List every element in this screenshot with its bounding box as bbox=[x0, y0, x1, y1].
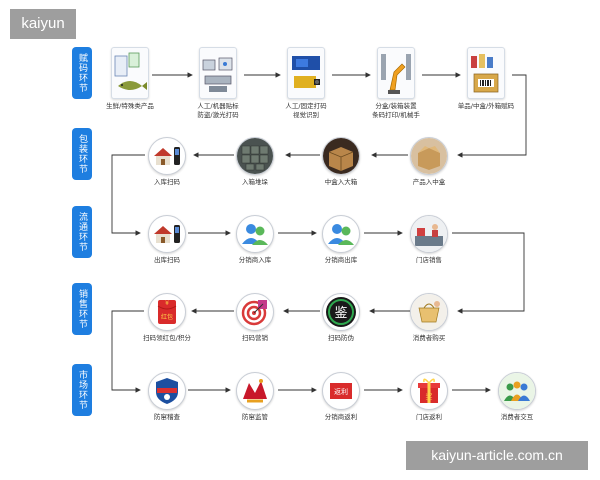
node-inspection: 防窜稽查 bbox=[122, 372, 212, 422]
marketing-target-icon bbox=[236, 293, 274, 331]
node-store-sales: 门店销售 bbox=[384, 215, 474, 265]
node-label: 消费者购买 bbox=[412, 334, 446, 342]
node-label: 分盒/装箱装置 条码打印/机械手 bbox=[372, 102, 420, 119]
arrow-row3-to-row4 bbox=[452, 232, 525, 314]
node-label: 分销商返利 bbox=[324, 413, 358, 421]
node-label: 防窜监管 bbox=[242, 413, 268, 421]
node-label: 出库扫码 bbox=[154, 256, 180, 264]
node-label: 门店返利 bbox=[416, 413, 442, 421]
node-label: 人工/机器贴标 防盗/激光打码 bbox=[197, 102, 239, 119]
node-label: 生鲜/特殊类产品 bbox=[106, 102, 154, 110]
warehouse-scanner-icon bbox=[148, 215, 186, 253]
node-label: 人工/固定打码 视觉识别 bbox=[285, 102, 327, 119]
stage-label-sales: 销售环节 bbox=[72, 283, 92, 335]
anti-counterfeit-icon: 鉴 bbox=[322, 293, 360, 331]
node-label: 防窜稽查 bbox=[154, 413, 180, 421]
node-label: 扫码领红包/积分 bbox=[143, 334, 191, 342]
watermark-top-left: kaiyun bbox=[10, 9, 76, 39]
node-item-coding: 单品/中盒/外箱赋码 bbox=[441, 47, 531, 111]
product-box-icon bbox=[410, 137, 448, 175]
node-product-in-box: 产品入中盒 bbox=[384, 137, 474, 187]
rebate-icon: 返利 bbox=[322, 372, 360, 410]
node-label: 中盒入大箱 bbox=[324, 178, 358, 186]
node-label: 扫码防伪 bbox=[328, 334, 354, 342]
arrow-row4-to-row5 bbox=[111, 310, 144, 393]
gift-text: 奖 bbox=[426, 392, 433, 401]
stage-label-packing: 包装环节 bbox=[72, 128, 92, 180]
stage-label-circulation: 流通环节 bbox=[72, 206, 92, 258]
node-label: 消费者交互 bbox=[500, 413, 534, 421]
stage-label-coding: 赋码环节 bbox=[72, 47, 92, 99]
node-distributor-in: 分销商入库 bbox=[210, 215, 300, 265]
box-packing-icon bbox=[322, 137, 360, 175]
coded-box-icon bbox=[467, 47, 505, 99]
store-counter-icon bbox=[410, 215, 448, 253]
node-anti-counterfeit: 鉴 扫码防伪 bbox=[296, 293, 386, 343]
rebate-text: 返利 bbox=[334, 387, 348, 396]
shopping-icon bbox=[410, 293, 448, 331]
stage-label-market: 市场环节 bbox=[72, 364, 92, 416]
robot-arm-icon bbox=[377, 47, 415, 99]
red-envelope-icon: ¥ 红包 bbox=[148, 293, 186, 331]
node-label: 入库扫码 bbox=[154, 178, 180, 186]
arrow-row1-to-row2 bbox=[457, 74, 527, 158]
node-warehouse-scan-out: 出库扫码 bbox=[122, 215, 212, 265]
svg-text:¥: ¥ bbox=[165, 300, 169, 307]
supervision-icon bbox=[236, 372, 274, 410]
distributor-icon bbox=[322, 215, 360, 253]
node-store-rebate: 奖 门店返利 bbox=[384, 372, 474, 422]
node-label: 分销商入库 bbox=[238, 256, 272, 264]
node-label: 入箱堆垛 bbox=[242, 178, 268, 186]
node-supervision: 防窜监管 bbox=[210, 372, 300, 422]
node-labeling-machine: 人工/机器贴标 防盗/激光打码 bbox=[173, 47, 263, 120]
gift-icon: 奖 bbox=[410, 372, 448, 410]
node-distributor-out: 分销商出库 bbox=[296, 215, 386, 265]
vision-camera-icon bbox=[287, 47, 325, 99]
node-fresh-product: 生鲜/特殊类产品 bbox=[85, 47, 175, 111]
node-warehouse-scan-in: 入库扫码 bbox=[122, 137, 212, 187]
watermark-bottom-right: kaiyun-article.com.cn bbox=[406, 441, 588, 470]
node-red-envelope: ¥ 红包 扫码领红包/积分 bbox=[122, 293, 212, 343]
arrow-row2-to-row3 bbox=[111, 154, 145, 236]
node-label: 分销商出库 bbox=[324, 256, 358, 264]
node-robot-packing: 分盒/装箱装置 条码打印/机械手 bbox=[351, 47, 441, 120]
fish-product-icon bbox=[111, 47, 149, 99]
node-distributor-rebate: 返利 分销商返利 bbox=[296, 372, 386, 422]
labeling-machine-icon bbox=[199, 47, 237, 99]
node-label: 产品入中盒 bbox=[412, 178, 446, 186]
warehouse-scanner-icon bbox=[148, 137, 186, 175]
node-consumer-interaction: 消费者交互 bbox=[472, 372, 562, 422]
inspection-badge-icon bbox=[148, 372, 186, 410]
node-scan-marketing: 扫码营销 bbox=[210, 293, 300, 343]
red-envelope-text: 红包 bbox=[161, 313, 173, 321]
node-label: 扫码营销 bbox=[242, 334, 268, 342]
distributor-icon bbox=[236, 215, 274, 253]
node-label: 单品/中盒/外箱赋码 bbox=[457, 102, 515, 110]
node-stacking: 入箱堆垛 bbox=[210, 137, 300, 187]
node-label: 门店销售 bbox=[416, 256, 442, 264]
anti-counterfeit-text: 鉴 bbox=[334, 306, 347, 321]
node-vision-coding: 人工/固定打码 视觉识别 bbox=[261, 47, 351, 120]
node-boxing: 中盒入大箱 bbox=[296, 137, 386, 187]
community-icon bbox=[498, 372, 536, 410]
node-consumer-purchase: 消费者购买 bbox=[384, 293, 474, 343]
stacked-boxes-icon bbox=[236, 137, 274, 175]
